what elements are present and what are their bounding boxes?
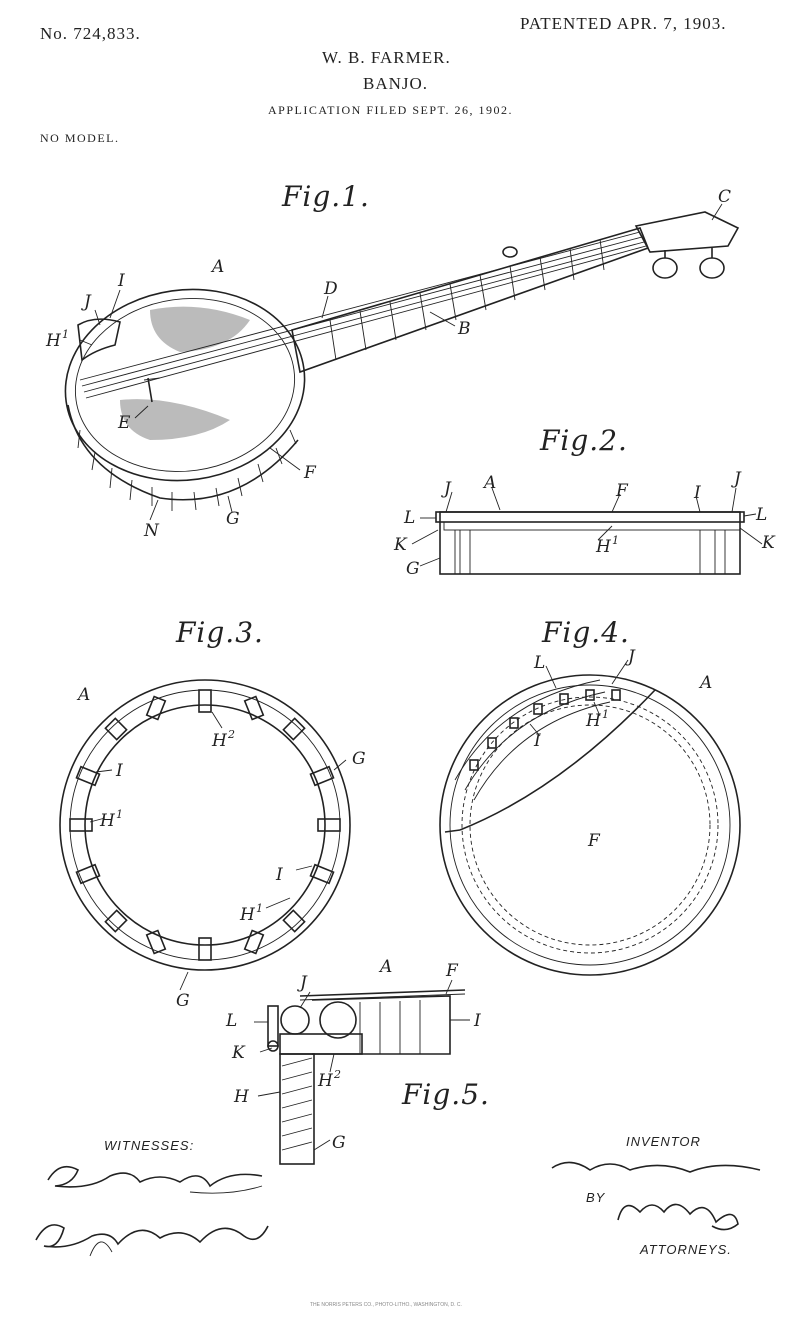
svg-text:1: 1	[116, 808, 123, 821]
svg-text:B: B	[457, 319, 471, 339]
svg-text:1: 1	[256, 902, 263, 915]
svg-text:1: 1	[62, 328, 69, 341]
no-model-note: NO MODEL.	[40, 131, 120, 145]
signature-witness-2	[35, 1224, 269, 1257]
svg-text:J: J	[81, 292, 92, 312]
svg-text:G: G	[226, 509, 240, 529]
svg-text:K: K	[393, 535, 408, 555]
inventor-label: INVENTOR	[626, 1134, 701, 1149]
svg-text:H: H	[317, 1071, 334, 1091]
svg-text:A: A	[482, 473, 496, 493]
svg-text:H: H	[233, 1087, 250, 1107]
fig3-label: Fig.3.	[176, 616, 264, 649]
svg-text:J: J	[441, 479, 452, 499]
patent-number: No. 724,833.	[40, 24, 141, 43]
application-filed: APPLICATION FILED SEPT. 26, 1902.	[268, 103, 513, 117]
svg-text:L: L	[533, 653, 545, 673]
svg-text:H: H	[99, 811, 116, 831]
svg-text:H: H	[585, 711, 602, 731]
svg-text:1: 1	[602, 708, 609, 721]
svg-text:A: A	[210, 257, 224, 277]
svg-text:1: 1	[612, 534, 619, 547]
svg-text:L: L	[403, 508, 415, 528]
svg-text:G: G	[332, 1133, 346, 1153]
svg-text:E: E	[117, 413, 131, 433]
svg-text:K: K	[761, 533, 776, 553]
svg-text:K: K	[231, 1043, 246, 1063]
svg-text:F: F	[303, 463, 317, 483]
svg-text:D: D	[323, 279, 338, 299]
svg-text:L: L	[225, 1011, 237, 1031]
patented-date: PATENTED APR. 7, 1903.	[520, 14, 727, 33]
witnesses-label: WITNESSES:	[104, 1138, 195, 1153]
svg-text:A: A	[698, 673, 712, 693]
attorneys-label: ATTORNEYS.	[640, 1242, 732, 1257]
svg-text:2: 2	[227, 728, 235, 741]
svg-text:I: I	[473, 1011, 481, 1031]
svg-text:I: I	[533, 731, 541, 751]
svg-text:2: 2	[333, 1068, 341, 1081]
svg-text:J: J	[625, 647, 636, 667]
by-label: BY	[586, 1190, 606, 1205]
svg-text:G: G	[176, 991, 190, 1011]
signature-attorneys	[617, 1203, 739, 1231]
svg-text:G: G	[352, 749, 366, 769]
svg-text:I: I	[693, 483, 701, 503]
svg-text:L: L	[755, 505, 767, 525]
svg-text:H: H	[211, 731, 228, 751]
svg-text:G: G	[406, 559, 420, 579]
svg-text:N: N	[143, 521, 160, 541]
printer-imprint: THE NORRIS PETERS CO., PHOTO-LITHO., WAS…	[310, 1302, 462, 1308]
inventor-name: W. B. FARMER.	[322, 48, 451, 67]
svg-text:F: F	[445, 961, 459, 981]
fig5-label: Fig.5.	[402, 1078, 490, 1111]
svg-text:I: I	[275, 865, 283, 885]
signature-inventor	[551, 1161, 761, 1173]
svg-text:F: F	[615, 481, 629, 501]
signature-robert-head	[47, 1165, 263, 1194]
svg-text:J: J	[297, 973, 308, 993]
patent-title: BANJO.	[363, 74, 429, 93]
fig4-label: Fig.4.	[542, 616, 630, 649]
svg-text:A: A	[378, 957, 392, 977]
svg-text:I: I	[117, 271, 125, 291]
svg-text:C: C	[718, 187, 731, 207]
svg-text:H: H	[239, 905, 256, 925]
fig2-label: Fig.2.	[540, 424, 628, 457]
fig1-label: Fig.1.	[282, 180, 370, 213]
svg-text:A: A	[76, 685, 90, 705]
svg-text:H: H	[45, 331, 62, 351]
svg-text:F: F	[587, 831, 601, 851]
svg-text:I: I	[115, 761, 123, 781]
svg-text:J: J	[731, 469, 742, 489]
svg-text:H: H	[595, 537, 612, 557]
